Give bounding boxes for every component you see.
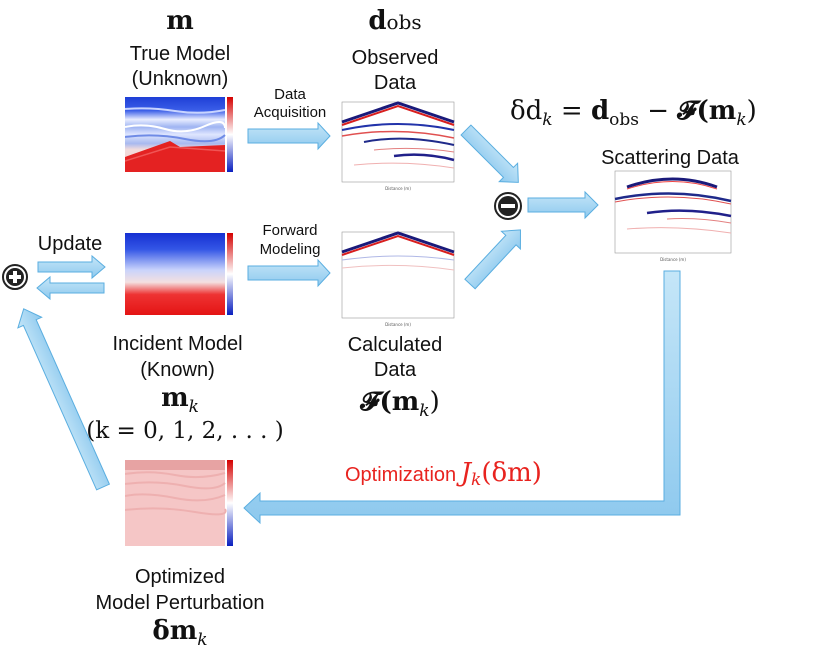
true-model-image [125,97,233,172]
minus-circle-icon [494,192,522,220]
calculated-symbol: 𝓕(mk) [360,387,440,422]
incident-model-image [125,233,233,315]
calculated-title: Calculated [347,334,443,356]
incident-model-subtitle: (Known) [140,359,215,381]
observed-subtitle: Data [373,72,417,94]
forward-modeling-line2: Modeling [259,241,321,258]
perturbation-line1: Optimized [134,566,226,588]
scattering-title: Scattering Data [601,147,739,169]
perturbation-line2: Model Perturbation [95,592,265,614]
plus-circle-icon [2,264,28,290]
arrow-observed-to-minus [460,124,519,183]
arrow-minus-to-scattering [527,190,599,220]
arrow-optimization [243,270,681,525]
data-acquisition-line1: Data [274,86,306,103]
arrow-forward-modeling [247,258,331,288]
incident-model-title: Incident Model [112,333,243,355]
scattering-data-image: Distance (m) [614,170,732,262]
svg-text:Distance (m): Distance (m) [660,257,686,262]
incident-model-symbol: mk [161,383,199,418]
observed-title: Observed [351,47,439,69]
arrow-update-left [36,275,105,301]
calculated-data-image: Distance (m) [341,231,455,327]
calculated-subtitle: Data [373,359,417,381]
svg-text:Distance (m): Distance (m) [385,186,411,191]
optimization-label: Optimization Jk(δm) [345,458,542,491]
svg-text:Distance (m): Distance (m) [385,322,411,327]
scattering-equation: δdk = dobs − 𝓕(mk) [510,96,757,131]
perturbation-symbol: δmk [152,616,208,651]
forward-modeling-line1: Forward [262,222,318,239]
arrow-data-acquisition [247,121,331,151]
observed-data-image: Distance (m) [341,101,455,191]
true-model-subtitle: (Unknown) [131,68,229,90]
observed-symbol: dobs [368,6,422,36]
arrow-perturbation-to-plus [17,308,111,491]
true-model-symbol: m [166,6,194,36]
perturbation-image [125,460,233,546]
arrow-calculated-to-minus [464,229,521,290]
update-label: Update [37,233,103,255]
incident-model-range: (k = 0, 1, 2, . . . ) [86,418,284,444]
data-acquisition-line2: Acquisition [253,104,327,121]
true-model-title: True Model [129,43,231,65]
arrow-update-right [37,254,106,280]
